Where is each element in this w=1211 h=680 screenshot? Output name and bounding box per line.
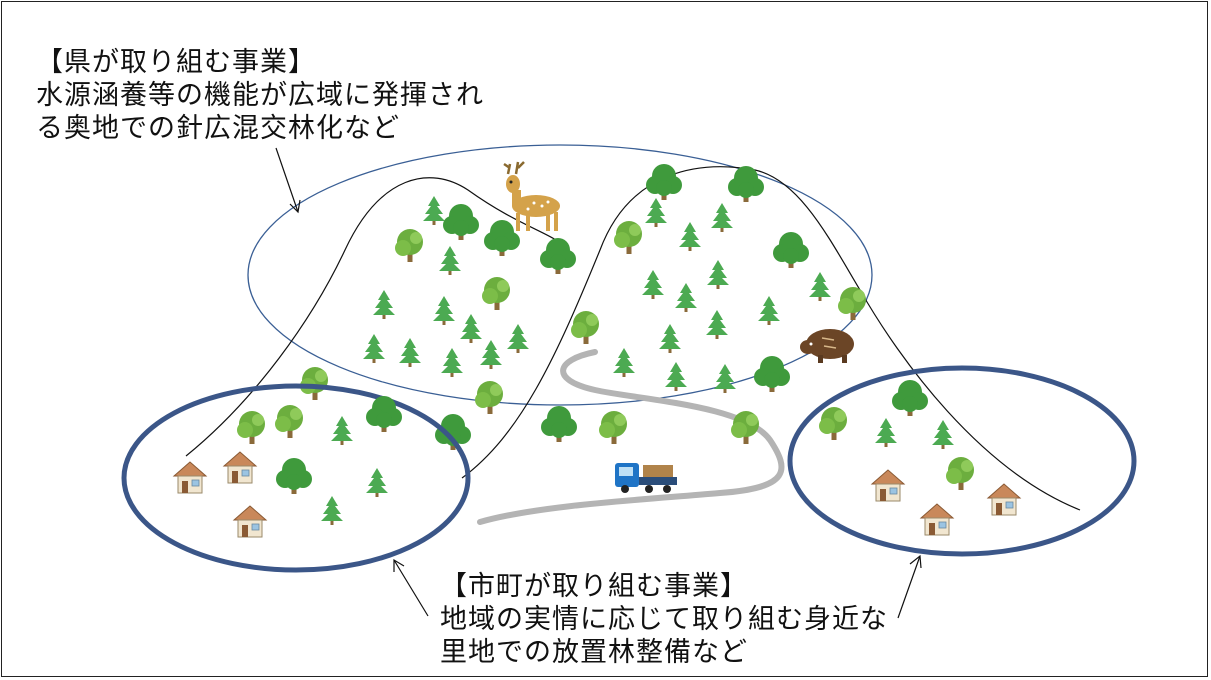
municipality-left-trees <box>237 396 402 525</box>
municipality-caption-line2: 里地での放置林整備など <box>440 637 748 668</box>
municipality-pointer-arrow-right <box>897 554 922 619</box>
municipality-caption-title: 【市町が取り組む事業】 <box>440 571 748 602</box>
municipality-right-houses <box>871 469 1021 536</box>
prefecture-project-caption: 【県が取り組む事業】 水源涵養等の機能が広域に発揮され る奥地での針広混交林化な… <box>36 46 484 145</box>
municipality-area-left-ellipse <box>121 383 471 573</box>
prefecture-caption-line1: 水源涵養等の機能が広域に発揮され <box>36 80 484 111</box>
logging-truck-icon <box>615 463 677 493</box>
right-mountain-ridge <box>461 166 1081 511</box>
prefecture-caption-line2: る奥地での針広混交林化など <box>36 113 400 144</box>
municipality-project-caption: 【市町が取り組む事業】 地域の実情に応じて取り組む身近な 里地での放置林整備など <box>440 570 888 669</box>
municipality-area-right-ellipse <box>787 365 1137 557</box>
municipality-caption-line1: 地域の実情に応じて取り組む身近な <box>440 604 888 635</box>
left-mountain-ridge <box>185 177 557 457</box>
municipality-pointer-arrow-left <box>393 558 429 617</box>
prefecture-area-ellipse <box>247 144 873 406</box>
municipality-left-houses <box>173 451 267 538</box>
deer-icon <box>503 161 560 231</box>
prefecture-caption-title: 【県が取り組む事業】 <box>36 47 316 78</box>
wild-boar-icon <box>800 329 854 363</box>
forest-road <box>477 349 785 525</box>
prefecture-pointer-arrow <box>275 147 301 214</box>
